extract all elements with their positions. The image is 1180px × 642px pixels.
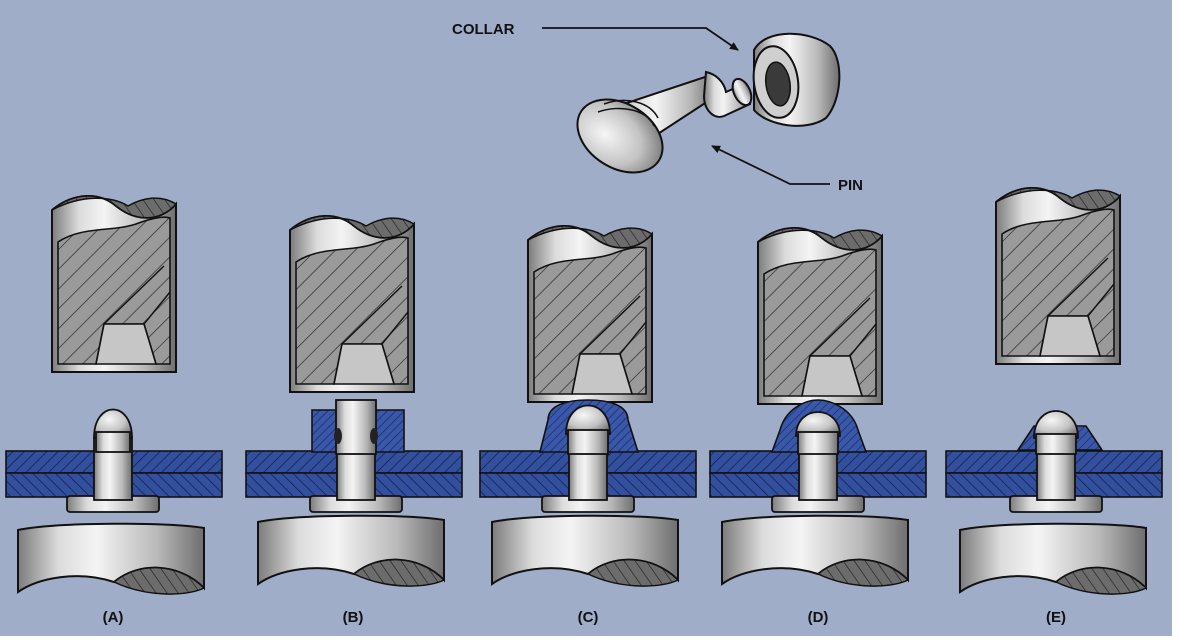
stage-label-b: (B) xyxy=(343,609,364,626)
stage-label-a: (A) xyxy=(103,609,124,626)
collar-leader-arrow xyxy=(542,27,739,51)
stage-c-assembly xyxy=(479,224,697,588)
stage-e-upper-anvil xyxy=(995,186,1121,365)
stage-d-assembly xyxy=(709,226,927,588)
stage-label-c: (C) xyxy=(578,609,599,626)
stage-a-bucking-bar xyxy=(17,522,205,596)
stage-c-upper-anvil xyxy=(527,224,653,403)
stage-e-assembly xyxy=(945,186,1163,596)
collar-exploded-view xyxy=(752,32,841,127)
stage-a-upper-anvil xyxy=(51,194,177,373)
stage-b-bucking-bar xyxy=(257,514,445,588)
pin-leader-arrow xyxy=(711,145,830,185)
stage-d-upper-anvil xyxy=(757,226,883,405)
collar-callout-label: COLLAR xyxy=(452,21,515,38)
stage-a-assembly xyxy=(5,194,223,596)
stage-b-upper-anvil xyxy=(289,214,415,393)
stage-e-bucking-bar xyxy=(959,522,1147,596)
stage-label-d: (D) xyxy=(808,609,829,626)
stage-c-bucking-bar xyxy=(491,514,679,588)
pin-exploded-view xyxy=(576,70,753,174)
stage-label-e: (E) xyxy=(1046,609,1066,626)
stage-d-bucking-bar xyxy=(721,514,909,588)
stage-b-assembly xyxy=(245,214,463,588)
pin-callout-label: PIN xyxy=(838,177,863,194)
